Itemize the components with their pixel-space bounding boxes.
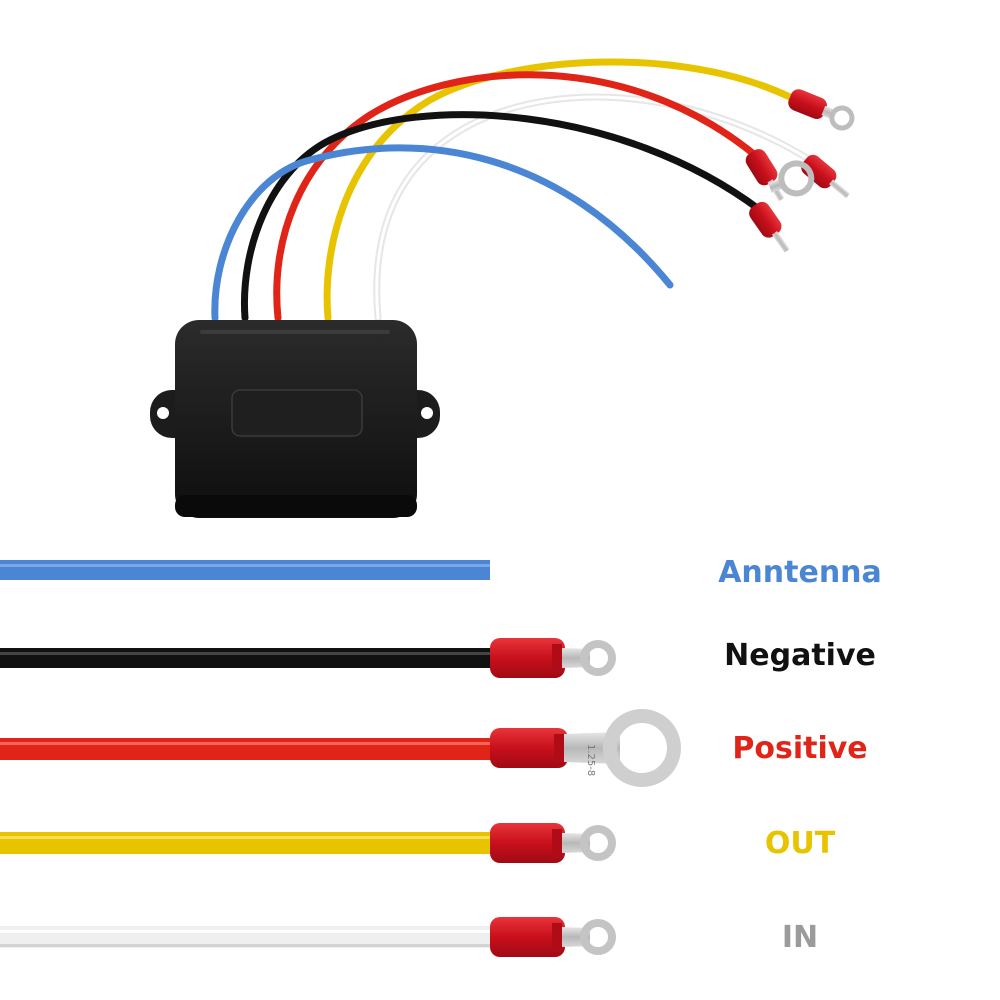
- blue-wire: [211, 144, 674, 322]
- negative-label: Negative: [724, 638, 876, 673]
- in-label: IN: [781, 920, 819, 955]
- antenna-wire: [0, 560, 490, 580]
- antenna-label: Anntenna: [718, 555, 882, 590]
- out-label: OUT: [764, 826, 836, 861]
- legend-wires: [0, 560, 500, 948]
- receiver-box: [150, 320, 440, 518]
- negative-wire: [0, 648, 500, 668]
- terminal-stamp: 1.25-8: [585, 744, 596, 776]
- black-wire: [240, 111, 764, 322]
- legend-terminals: 1.25-8: [490, 638, 681, 957]
- receiver-wires: [211, 58, 819, 322]
- out-wire: [0, 832, 500, 854]
- top-terminals: [745, 89, 855, 253]
- positive-label: Positive: [732, 731, 868, 766]
- positive-wire: [0, 738, 500, 760]
- yellow-wire: [323, 58, 794, 322]
- red-wire: [273, 71, 759, 322]
